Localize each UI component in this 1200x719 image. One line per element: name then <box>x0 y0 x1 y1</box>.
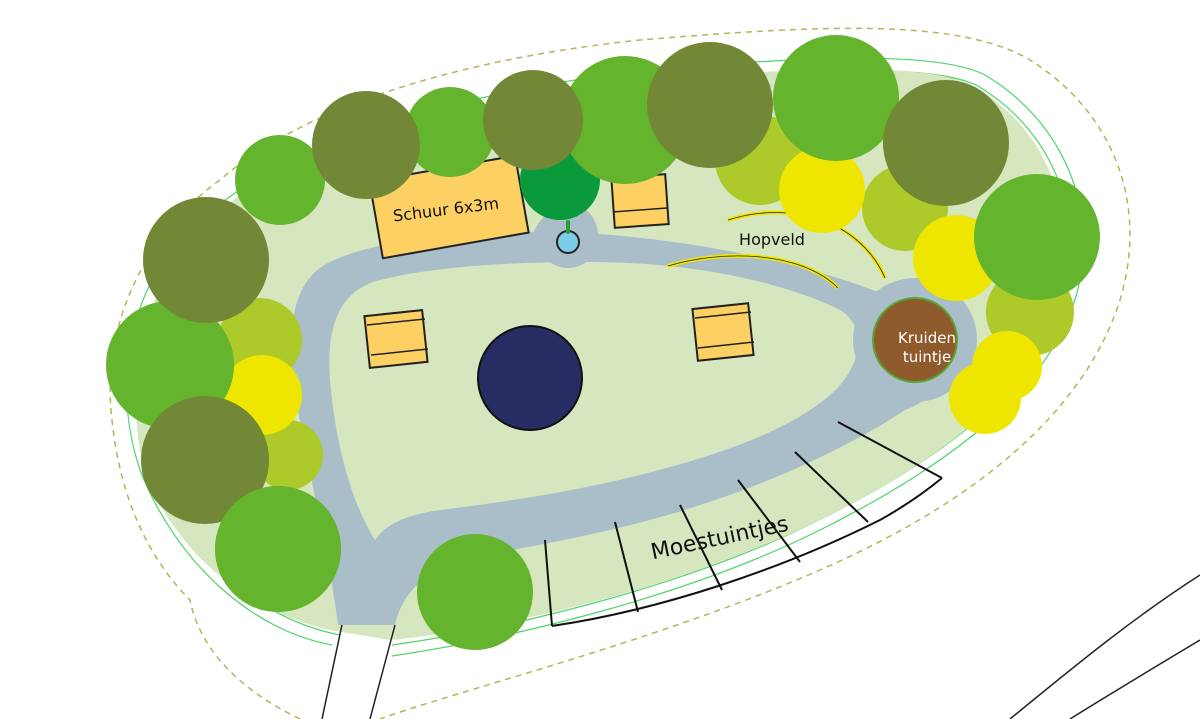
tree-green <box>235 135 325 225</box>
plot-boundary-dashed <box>109 27 1131 719</box>
tree-dark-olive <box>312 91 420 199</box>
hop-line-1-edge <box>667 255 839 289</box>
vegetable-plot-divider <box>614 521 639 613</box>
vegetable-plot-divider <box>837 421 943 479</box>
tree-green <box>417 534 533 650</box>
road-edge-left-2 <box>369 624 396 719</box>
trees <box>106 35 1100 650</box>
tree-yellow <box>949 362 1021 434</box>
pond <box>477 325 583 431</box>
vegetable-plot-divider <box>679 504 723 591</box>
vegetable-plot-divider <box>737 479 801 563</box>
tree-green <box>974 174 1100 300</box>
bench <box>363 309 429 369</box>
tree-dark-olive <box>883 80 1009 206</box>
fountain-icon <box>556 230 580 254</box>
tree-yellow <box>779 147 865 233</box>
tree-dark-olive <box>647 42 773 168</box>
road-edge-left-1 <box>321 619 344 719</box>
hop-field-label: Hopveld <box>739 230 805 249</box>
road-edge-right-2 <box>1069 639 1200 719</box>
garden-path <box>291 232 956 625</box>
herb-garden <box>872 297 958 383</box>
herb-garden-label-1: Kruiden <box>898 329 956 347</box>
road-edge-right-1 <box>1009 574 1200 719</box>
tree-dark-olive <box>483 70 583 170</box>
tree-green <box>215 486 341 612</box>
vegetable-plot-divider <box>544 539 553 627</box>
bench <box>691 302 755 362</box>
tree-green <box>773 35 899 161</box>
herb-garden-label-2: tuintje <box>903 348 951 366</box>
tree-dark-olive <box>143 197 269 323</box>
tree-green <box>405 87 495 177</box>
vegetable-plots <box>544 421 943 627</box>
vegetable-plot-divider <box>794 451 869 523</box>
vegetable-plots-outer-edge <box>551 477 943 627</box>
tree-dark-olive <box>141 396 269 524</box>
tree-lime <box>253 420 323 490</box>
